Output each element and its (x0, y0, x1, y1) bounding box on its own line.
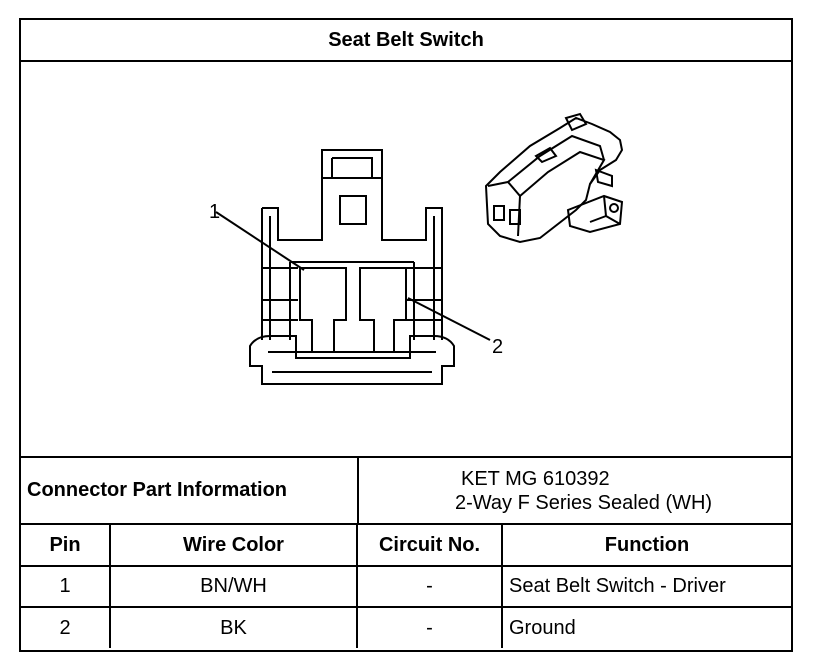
connector-sheet: Seat Belt Switch (19, 18, 793, 652)
sheet-title: Seat Belt Switch (21, 20, 791, 62)
cell-function: Seat Belt Switch - Driver (501, 565, 791, 608)
cell-pin: 2 (21, 606, 111, 648)
pin-2-label: 2 (492, 336, 503, 358)
connector-info-value: KET MG 610392 2-Way F Series Sealed (WH) (359, 458, 791, 523)
pinout-table: Pin Wire Color Circuit No. Function 1 BN… (21, 525, 791, 648)
header-pin: Pin (21, 525, 111, 567)
table-row: 1 BN/WH - Seat Belt Switch - Driver (21, 565, 791, 608)
header-function: Function (501, 525, 791, 567)
table-header-row: Pin Wire Color Circuit No. Function (21, 525, 791, 567)
cell-circuit-no: - (356, 565, 503, 608)
cell-function: Ground (501, 606, 791, 648)
cell-wire-color: BN/WH (109, 565, 358, 608)
header-circuit-no: Circuit No. (356, 525, 503, 567)
cell-pin: 1 (21, 565, 111, 608)
connector-iso-view (484, 112, 624, 244)
connector-part-number: KET MG 610392 (461, 467, 610, 490)
header-wire-color: Wire Color (109, 525, 358, 567)
connector-info-label: Connector Part Information (21, 458, 359, 523)
connector-info-row: Connector Part Information KET MG 610392… (21, 458, 791, 525)
pin-1-label: 1 (209, 201, 220, 223)
connector-description: 2-Way F Series Sealed (WH) (455, 491, 713, 514)
table-row: 2 BK - Ground (21, 606, 791, 648)
cell-wire-color: BK (109, 606, 358, 648)
connector-diagram: 1 2 (21, 62, 791, 458)
connector-face-drawing: 1 2 (209, 112, 624, 385)
connector-front-view (215, 149, 491, 385)
cell-circuit-no: - (356, 606, 503, 648)
